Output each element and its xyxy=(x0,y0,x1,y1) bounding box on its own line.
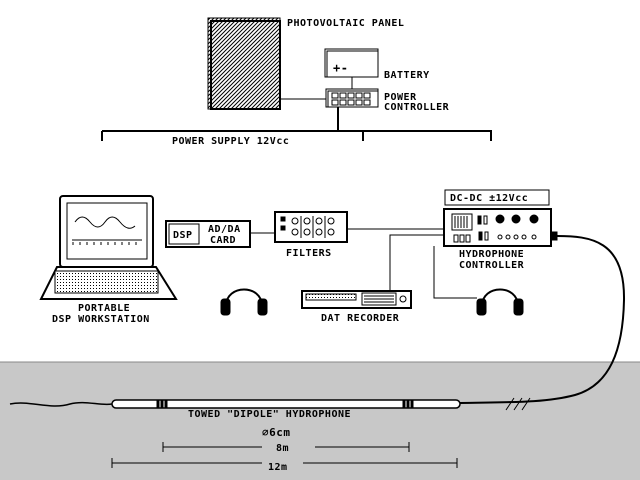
hydrophone-controller-box xyxy=(443,208,552,247)
power-supply-label: POWER SUPPLY 12Vcc xyxy=(172,136,289,147)
laptop-icon xyxy=(39,195,178,300)
dsp-chip-label: DSP xyxy=(173,230,193,241)
dimension-8m xyxy=(162,442,410,452)
adda-card-label-line1: AD/DA xyxy=(208,224,241,235)
power-controller-label-line1: POWER xyxy=(384,92,417,103)
workstation-label-line1: PORTABLE xyxy=(78,303,130,314)
power-controller-box xyxy=(325,88,379,108)
signal-wiring xyxy=(250,228,556,299)
headphones-icon xyxy=(220,288,268,316)
diameter-label: ∅6cm xyxy=(262,426,291,439)
power-wiring xyxy=(280,77,353,131)
length-12m-label: 12m xyxy=(268,462,288,473)
adda-card-label-line2: CARD xyxy=(210,235,236,246)
towed-hydrophone-label: TOWED "DIPOLE" HYDROPHONE xyxy=(188,409,351,420)
water-area xyxy=(0,362,640,480)
length-8m-label: 8m xyxy=(276,443,289,454)
photovoltaic-panel-label: PHOTOVOLTAIC PANEL xyxy=(287,18,404,29)
filters-box xyxy=(274,211,348,243)
adda-card-box xyxy=(165,220,251,248)
headphones-icon xyxy=(476,288,524,316)
hydrophone-controller-label-line1: HYDROPHONE xyxy=(459,249,524,260)
dcdc-label: DC-DC ±12Vcc xyxy=(450,193,528,204)
power-supply-bus xyxy=(101,130,492,141)
dat-recorder-label: DAT RECORDER xyxy=(321,313,400,324)
workstation-label-line2: DSP WORKSTATION xyxy=(52,314,150,325)
power-controller-label-line2: CONTROLLER xyxy=(384,102,450,113)
hydrophone-controller-label-line2: CONTROLLER xyxy=(459,260,525,271)
tow-cable xyxy=(459,231,626,411)
filters-label: FILTERS xyxy=(286,248,332,259)
hydrophone-icon xyxy=(9,399,461,409)
dimension-12m xyxy=(111,458,458,468)
dcdc-box xyxy=(444,189,550,206)
solar-panel-icon xyxy=(207,17,281,110)
battery-icon xyxy=(324,48,379,78)
dat-recorder-icon xyxy=(301,290,412,309)
battery-symbol: +- xyxy=(333,61,348,75)
battery-label: BATTERY xyxy=(384,70,430,81)
